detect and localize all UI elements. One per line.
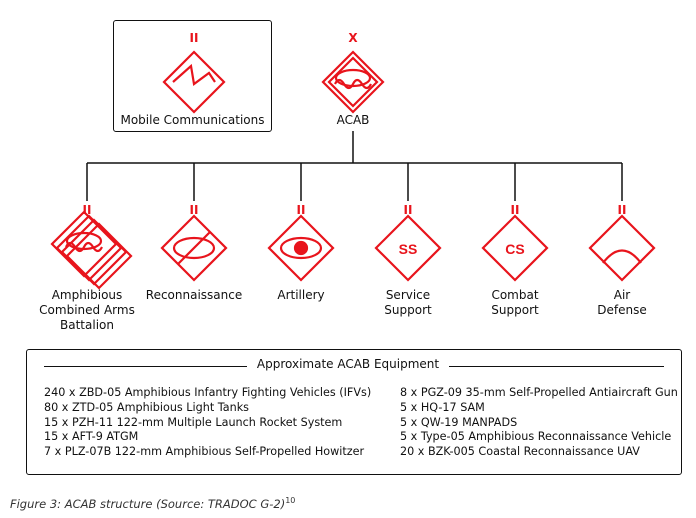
artillery-icon [267, 214, 335, 282]
battalion-label: Amphibious Combined Arms Battalion [39, 288, 135, 332]
service-support-echelon: II [403, 203, 413, 217]
combat-support-echelon: II [510, 203, 520, 217]
battalion-echelon: II [82, 203, 92, 217]
acab-label: ACAB [336, 113, 370, 127]
footnote-marker: 10 [285, 496, 296, 505]
artillery-label: Artillery [277, 288, 325, 302]
air-defense-label: Air Defense [597, 288, 647, 317]
amphibious-armor-icon [321, 50, 385, 114]
acab-echelon: X [348, 31, 358, 45]
service-support-label: Service Support [384, 288, 432, 317]
equipment-item: 240 x ZBD-05 Amphibious Infantry Fightin… [44, 386, 372, 399]
mobile-communications-echelon: II [189, 31, 199, 45]
equipment-title-rule-right [446, 366, 664, 367]
figure-caption: Figure 3: ACAB structure (Source: TRADOC… [10, 496, 296, 511]
equipment-item: 7 x PLZ-07B 122-mm Amphibious Self-Prope… [44, 445, 365, 459]
combat-support-icon [481, 214, 549, 282]
air-defense-echelon: II [617, 203, 627, 217]
air-defense-icon [588, 214, 656, 282]
equipment-title: Approximate ACAB Equipment [0, 357, 696, 371]
signal-icon [162, 50, 226, 114]
reconnaissance-icon [160, 214, 228, 282]
equipment-item: 5 x HQ-17 SAM [400, 400, 485, 414]
equipment-item: 80 x ZTD-05 Amphibious Light Tanks [44, 400, 250, 414]
equipment-item: 15 x PZH-11 122-mm Multiple Launch Rocke… [44, 415, 343, 429]
equipment-item: 20 x BZK-005 Coastal Reconnaissance UAV [400, 445, 640, 459]
equipment-item: 5 x Type-05 Amphibious Reconnaissance Ve… [400, 430, 672, 444]
amphibious-armor-stacked-icon [50, 210, 133, 290]
equipment-list-right: 8 x PGZ-09 35-mm Self-Propelled Antiairc… [400, 386, 678, 460]
artillery-echelon: II [296, 203, 306, 217]
reconnaissance-label: Reconnaissance [145, 288, 243, 302]
mobile-communications-label: Mobile Communications [120, 113, 265, 127]
mobile-communications-box [113, 20, 272, 132]
combat-support-label: Combat Support [491, 288, 539, 317]
service-support-glyph: SS [399, 241, 418, 257]
equipment-title-rule-left [44, 366, 264, 367]
service-support-icon [374, 214, 442, 282]
equipment-list-left: 240 x ZBD-05 Amphibious Infantry Fightin… [44, 386, 371, 460]
equipment-item: 8 x PGZ-09 35-mm Self-Propelled Antiairc… [400, 386, 678, 399]
reconnaissance-echelon: II [189, 203, 199, 217]
equipment-item: 15 x AFT-9 ATGM [44, 430, 139, 444]
equipment-panel [26, 349, 682, 475]
combat-support-glyph: CS [505, 241, 524, 257]
equipment-item: 5 x QW-19 MANPADS [400, 415, 518, 429]
